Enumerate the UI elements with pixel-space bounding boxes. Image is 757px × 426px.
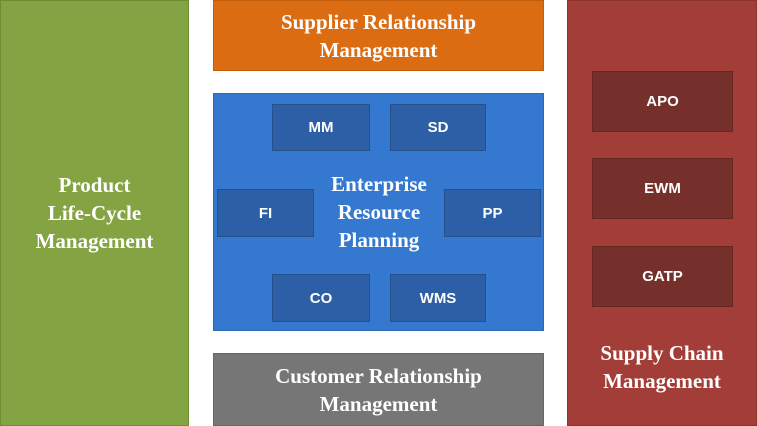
supply-chain-management-label: Supply Chain Management <box>600 341 724 393</box>
scm-item-ewm: EWM <box>592 158 733 219</box>
enterprise-resource-planning-block: MM SD FI PP CO WMS Enterprise Resource P… <box>213 93 544 331</box>
erp-module-mm: MM <box>272 104 370 151</box>
erp-module-pp: PP <box>444 189 541 237</box>
product-lifecycle-management-label: Product Life-Cycle Management <box>35 173 154 253</box>
enterprise-resource-planning-label: Enterprise Resource Planning <box>331 172 427 252</box>
product-lifecycle-management-block: Product Life-Cycle Management <box>0 0 189 426</box>
customer-relationship-management-label: Customer Relationship Management <box>275 363 482 416</box>
scm-item-gatp: GATP <box>592 246 733 307</box>
erp-module-fi: FI <box>217 189 314 237</box>
supply-chain-management-block: APO EWM GATP Supply Chain Management <box>567 0 757 426</box>
supplier-relationship-management-label: Supplier Relationship Management <box>280 9 477 62</box>
supplier-relationship-management-block: Supplier Relationship Management <box>213 0 544 71</box>
erp-module-wms: WMS <box>390 274 486 322</box>
scm-item-apo: APO <box>592 71 733 132</box>
erp-module-sd: SD <box>390 104 486 151</box>
customer-relationship-management-block: Customer Relationship Management <box>213 353 544 426</box>
erp-module-co: CO <box>272 274 370 322</box>
